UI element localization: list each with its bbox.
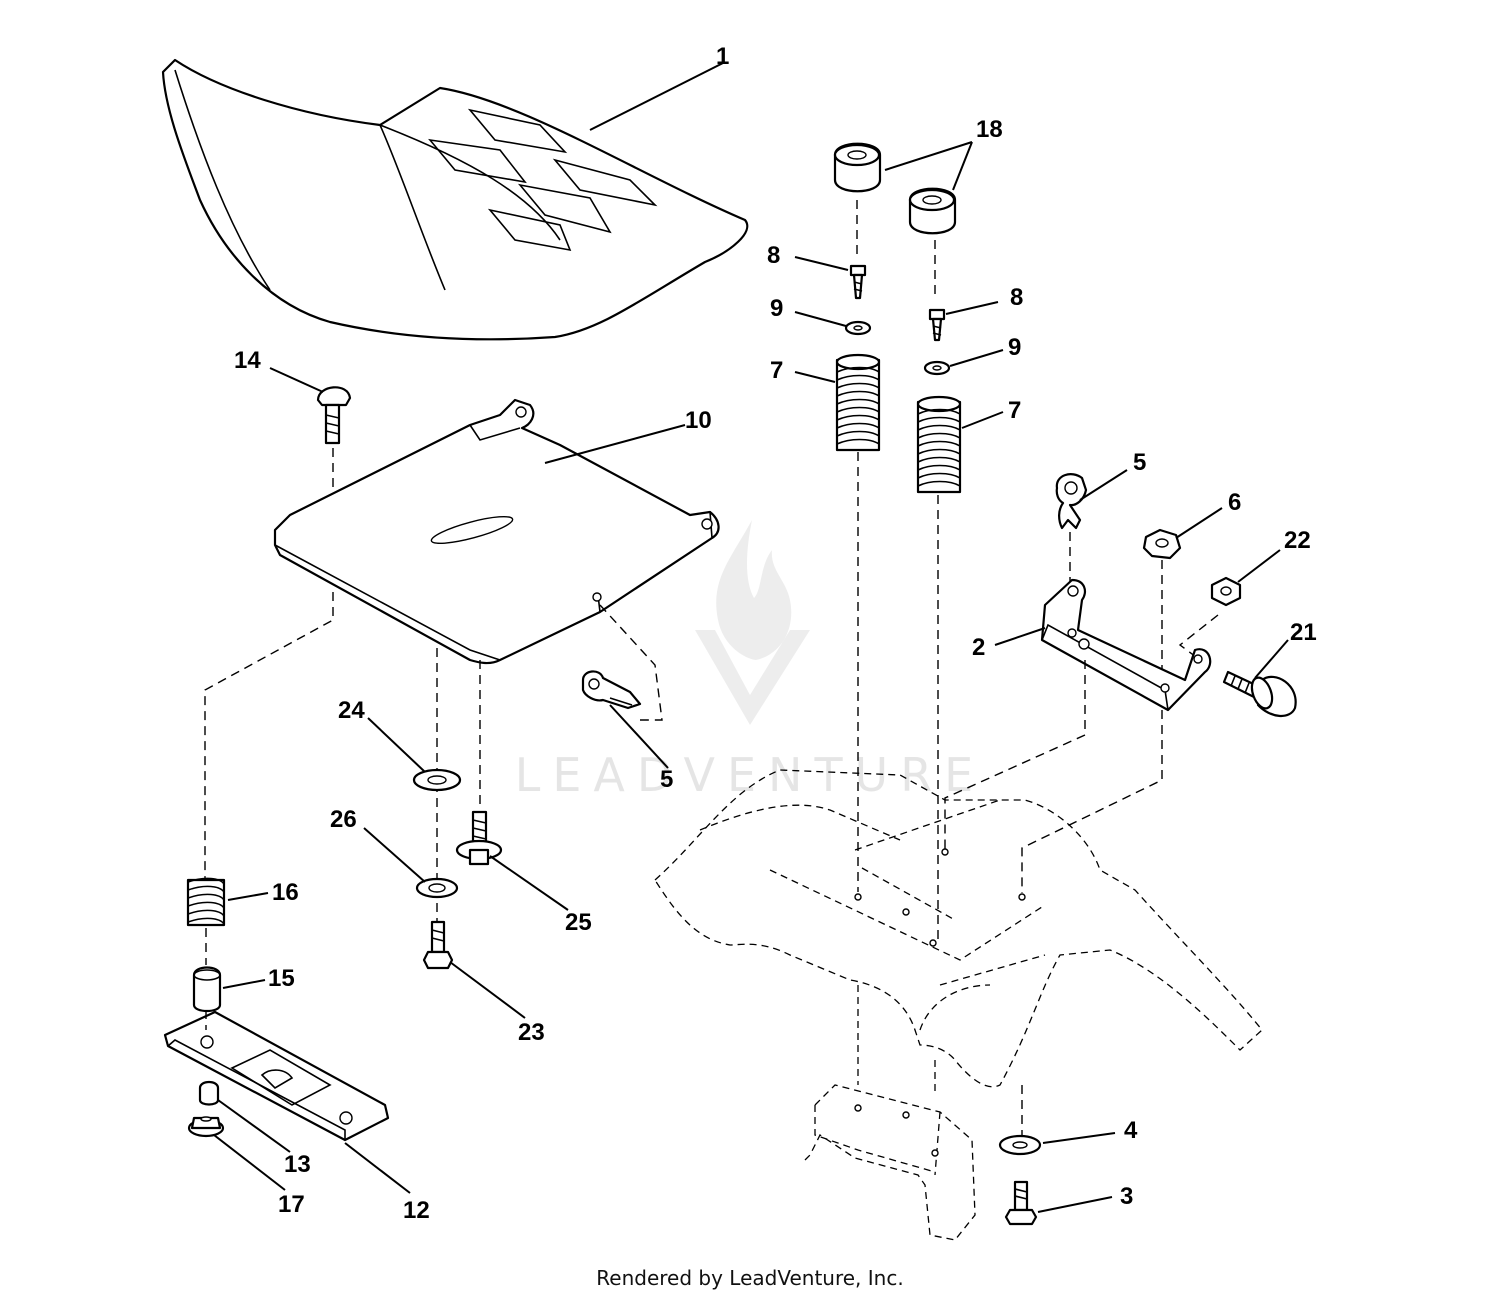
callout-9-left: 9 [770,295,783,322]
callout-14: 14 [234,347,261,374]
spring-16 [186,877,226,927]
callout-25: 25 [565,909,592,936]
screw-8-left [849,264,867,300]
callout-17: 17 [278,1191,305,1218]
callout-6: 6 [1228,489,1241,516]
washer-9-left [844,320,872,336]
seat-spring-7-right [916,395,962,494]
callout-3: 3 [1120,1183,1133,1210]
carriage-bolt [316,386,352,445]
footer-credit: Rendered by LeadVenture, Inc. [596,1266,904,1290]
tractor-frame-outline [804,985,976,1241]
seat-pan [273,398,720,665]
callout-4: 4 [1124,1117,1138,1144]
screw-8-right [928,308,946,342]
bushing-18-left [833,142,882,193]
washer-26 [415,877,459,899]
callout-24: 24 [338,697,365,724]
hex-nut-6 [1142,528,1182,560]
spacer-15 [192,966,222,1013]
seat-cushion [161,58,749,341]
callout-5-right: 5 [1133,449,1146,476]
callout-10: 10 [685,407,712,434]
seat-switch-clip-left [581,670,642,710]
switch-bracket-2 [1040,578,1212,712]
callout-12: 12 [403,1197,430,1224]
callout-16: 16 [272,879,299,906]
seat-switch-clip-right [1055,473,1088,530]
flange-bolt-21 [1222,670,1297,717]
seat-pad-recesses [428,108,658,252]
callout-8-right: 8 [1010,284,1023,311]
shoulder-bolt-25 [455,810,503,866]
callout-1: 1 [716,43,729,70]
callout-7-right: 7 [1008,397,1021,424]
washer-24 [412,768,462,792]
washer-4 [998,1134,1042,1156]
callout-26: 26 [330,806,357,833]
callout-22: 22 [1284,527,1311,554]
hex-nut-22 [1210,576,1242,607]
bushing-18-right [908,187,957,235]
watermark-text: LEADVENTURE [514,748,986,802]
spacer-13 [198,1080,220,1106]
callout-21: 21 [1290,619,1317,646]
callout-8-left: 8 [767,242,780,269]
callout-2: 2 [972,634,985,661]
watermark-logo-icon [690,510,820,735]
bolt-23 [422,920,454,970]
callout-9-right: 9 [1008,334,1021,361]
flange-nut-17 [187,1116,225,1138]
seat-spring-7-left [835,353,881,452]
bolt-3 [1004,1180,1038,1226]
tractor-fender-outline [654,769,1263,1088]
mounting-plate-12 [163,1010,390,1142]
callout-13: 13 [284,1151,311,1178]
callout-18: 18 [976,116,1003,143]
callout-23: 23 [518,1019,545,1046]
callout-15: 15 [268,965,295,992]
callout-5-left: 5 [660,766,673,793]
washer-9-right [923,360,951,376]
callout-7-left: 7 [770,357,783,384]
